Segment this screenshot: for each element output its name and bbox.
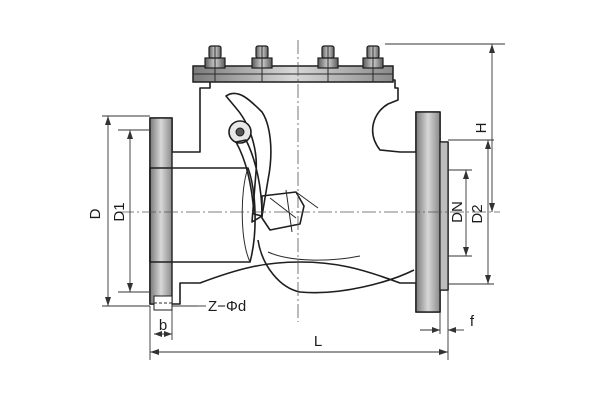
bolt-1 — [204, 45, 226, 82]
label-D2: D2 — [469, 204, 486, 223]
bolt-2 — [251, 45, 273, 82]
dimension-D2: D2 — [448, 139, 494, 285]
swing-disc — [235, 139, 319, 233]
dimension-b: b — [154, 306, 173, 340]
dimension-H: H — [385, 43, 505, 212]
bolt-4 — [362, 45, 384, 82]
bolt-3 — [317, 45, 339, 82]
dimension-D: D — [87, 115, 150, 307]
label-f: f — [470, 313, 475, 330]
bonnet-bolts — [204, 45, 384, 82]
label-DN: DN — [449, 201, 466, 223]
inlet-bore — [149, 167, 256, 263]
dimension-L: L — [149, 290, 449, 360]
bolt-hole-callout: Z−Φd — [153, 295, 246, 315]
label-b: b — [159, 317, 167, 334]
bonnet-cover — [192, 65, 394, 83]
hinge-pin — [228, 120, 252, 144]
label-Zd: Z−Φd — [208, 298, 246, 315]
center-lines — [120, 40, 500, 322]
dimension-DN: DN — [448, 169, 472, 257]
label-D: D — [87, 208, 104, 219]
label-D1: D1 — [111, 202, 128, 221]
dimension-f: f — [420, 312, 475, 334]
label-H: H — [473, 123, 490, 134]
dimension-D1: D1 — [111, 129, 150, 293]
label-L: L — [314, 333, 322, 350]
